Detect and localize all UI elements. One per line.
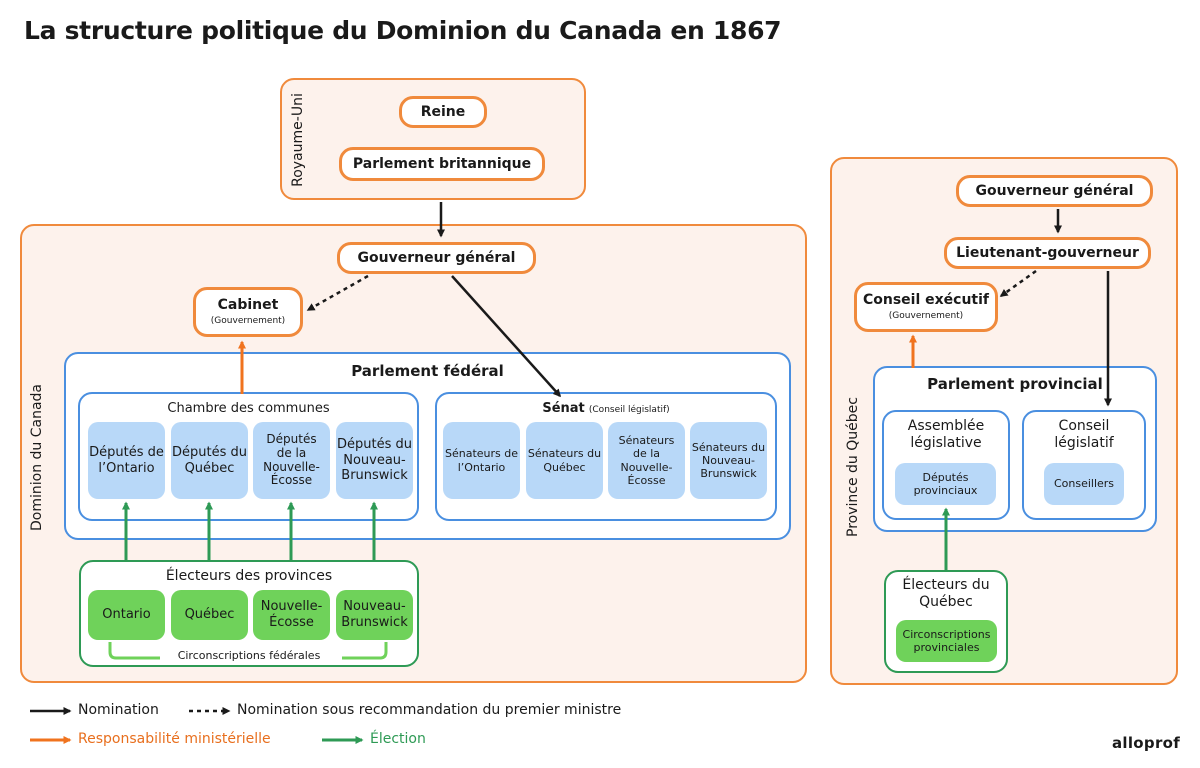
- provincial-parliament-title: Parlement provincial: [927, 375, 1103, 393]
- legend-ministerial-responsibility: Responsabilité ministérielle: [78, 731, 271, 747]
- commons-member-quebec: Députés du Québec: [171, 422, 248, 499]
- senate-member-nova-scotia: Sénateurs de la Nouvelle- Écosse: [608, 422, 685, 499]
- executive-council-title: Conseil exécutif: [862, 292, 990, 309]
- alloprof-logo: alloprof: [1112, 734, 1181, 752]
- electors-nova-scotia: Nouvelle- Écosse: [253, 590, 330, 640]
- federal-ridings-label: Circonscriptions fédérales: [177, 649, 321, 662]
- quebec-label: Province du Québec: [845, 397, 861, 537]
- senate-member-ontario: Sénateurs de l’Ontario: [443, 422, 520, 499]
- commons-member-ontario: Députés de l’Ontario: [88, 422, 165, 499]
- council-title: Conseil législatif: [1054, 418, 1114, 451]
- electors-ontario: Ontario: [88, 590, 165, 640]
- british-parliament-box: Parlement britannique: [339, 147, 545, 181]
- assembly-title: Assemblée législative: [907, 418, 985, 451]
- commons-title: Chambre des communes: [167, 401, 330, 416]
- federal-parliament-title: Parlement fédéral: [351, 362, 504, 380]
- legend-nomination: Nomination: [78, 702, 159, 718]
- electors-quebec: Québec: [171, 590, 248, 640]
- senate-subtitle: (Conseil législatif): [588, 405, 670, 415]
- commons-member-nova-scotia: Députés de la Nouvelle- Écosse: [253, 422, 330, 499]
- legend-election: Élection: [370, 731, 426, 747]
- senate-member-quebec: Sénateurs du Québec: [526, 422, 603, 499]
- cabinet-title: Cabinet: [217, 297, 279, 314]
- commons-member-new-brunswick: Députés du Nouveau- Brunswick: [336, 422, 413, 499]
- page-title: La structure politique du Dominion du Ca…: [24, 16, 782, 45]
- electors-new-brunswick: Nouveau- Brunswick: [336, 590, 413, 640]
- cabinet-box: Cabinet (Gouvernement): [193, 287, 303, 337]
- queen-box: Reine: [399, 96, 487, 128]
- provincial-ridings-chip: Circonscriptions provinciales: [896, 620, 997, 662]
- council-members-chip: Conseillers: [1044, 463, 1124, 505]
- senate-member-new-brunswick: Sénateurs du Nouveau- Brunswick: [690, 422, 767, 499]
- electors-title: Électeurs des provinces: [165, 568, 333, 584]
- lieutenant-governor-box: Lieutenant-gouverneur: [944, 237, 1151, 269]
- senate-title: Sénat: [542, 401, 585, 416]
- assembly-members-chip: Députés provinciaux: [895, 463, 996, 505]
- senate-title-wrap: Sénat (Conseil législatif): [435, 401, 777, 416]
- uk-label: Royaume-Uni: [290, 93, 306, 187]
- legend-nomination-recommendation: Nomination sous recommandation du premie…: [237, 702, 622, 718]
- quebec-electors-title: Électeurs du Québec: [902, 577, 990, 610]
- quebec-governor-general-box: Gouverneur général: [956, 175, 1153, 207]
- dominion-label: Dominion du Canada: [29, 383, 45, 531]
- cabinet-subtitle: (Gouvernement): [210, 316, 286, 327]
- executive-council-subtitle: (Gouvernement): [888, 311, 964, 322]
- executive-council-box: Conseil exécutif (Gouvernement): [854, 282, 998, 332]
- governor-general-box: Gouverneur général: [337, 242, 536, 274]
